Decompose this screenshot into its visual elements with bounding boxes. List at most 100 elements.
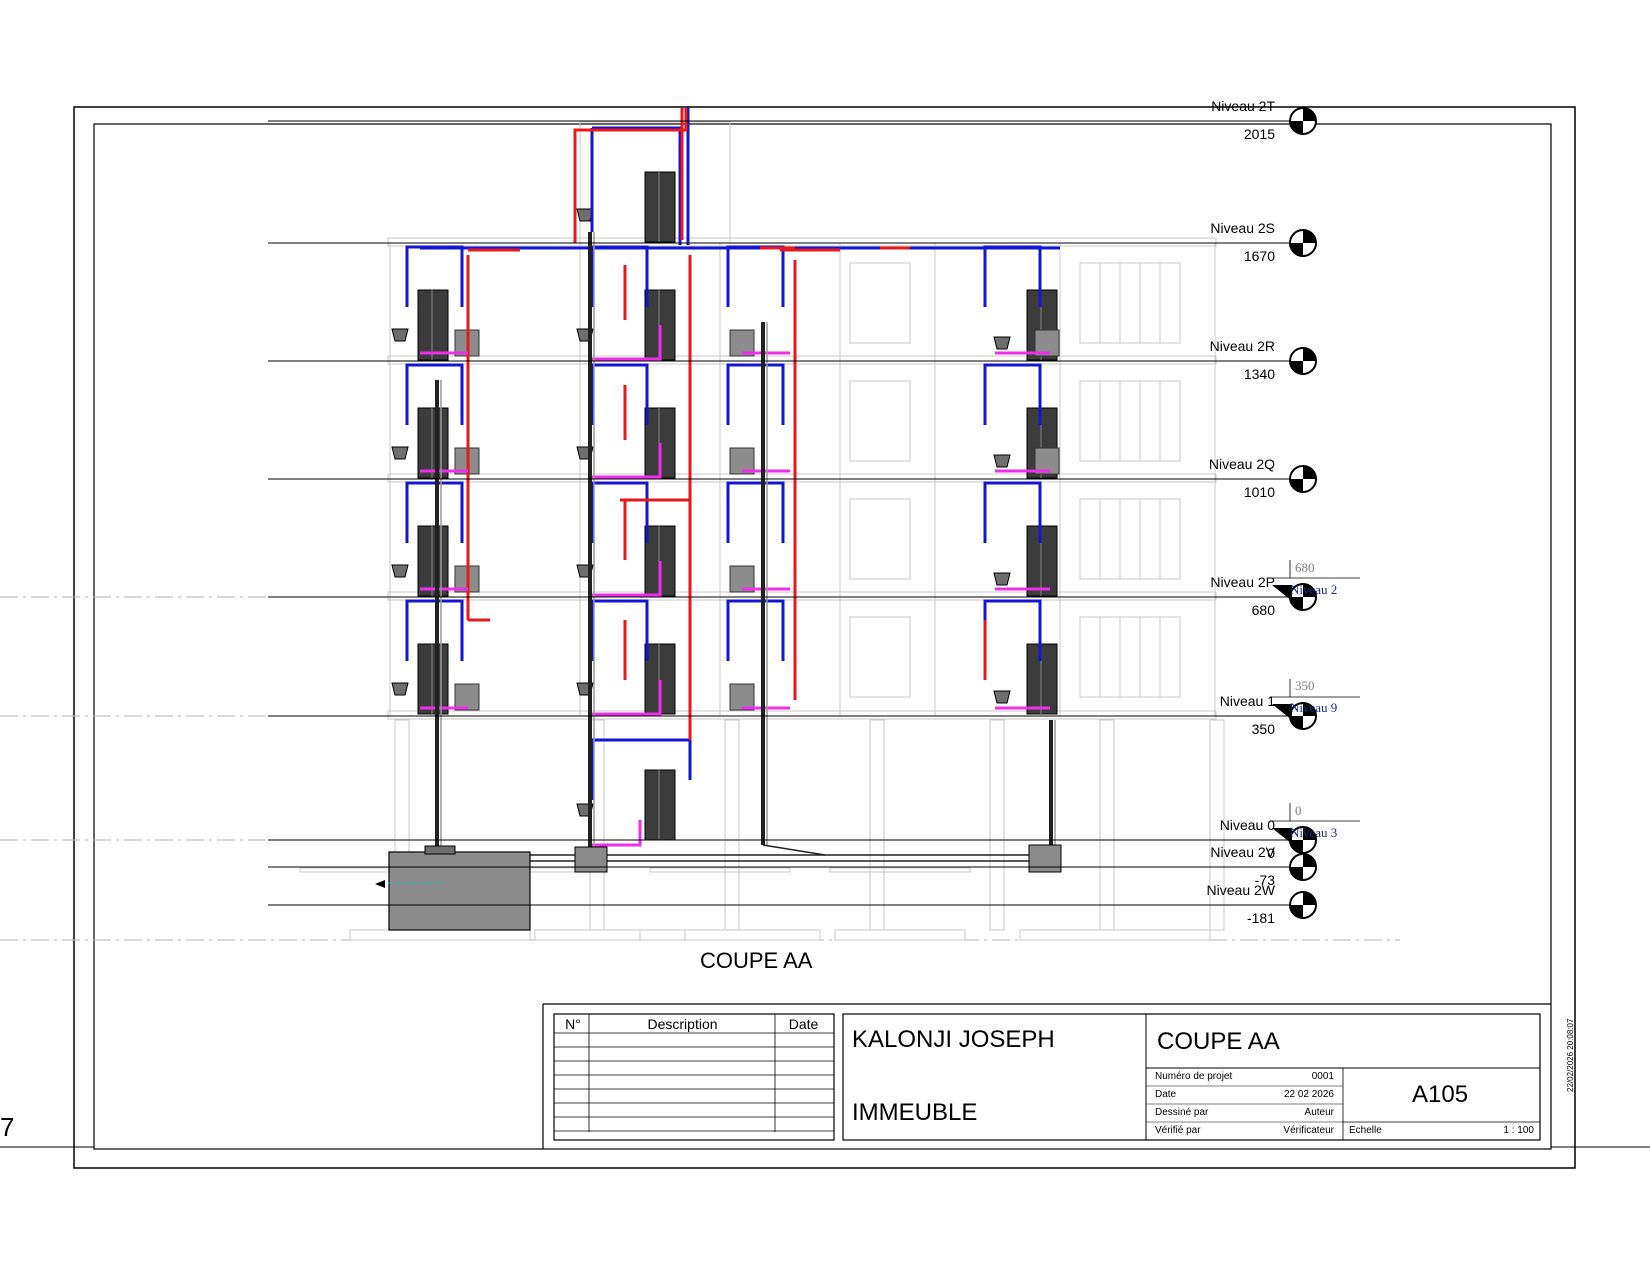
sanitary-fixture xyxy=(391,328,409,342)
hot-water-riser xyxy=(760,246,797,700)
level-elevation: 2015 xyxy=(1243,126,1275,142)
cold-water-pipe xyxy=(590,363,649,425)
field-label: Vérifié par xyxy=(1155,1125,1201,1136)
waste-pipe xyxy=(590,325,662,361)
water-heater xyxy=(417,643,449,715)
footing xyxy=(1019,929,1211,941)
window-frame xyxy=(849,380,911,462)
level-elevation: -181 xyxy=(1246,910,1275,926)
window-frame xyxy=(1099,262,1161,344)
sanitary-fixture xyxy=(993,336,1011,350)
water-heater xyxy=(644,769,676,841)
floor-slab xyxy=(387,473,1217,483)
field-value: 22 02 2026 xyxy=(1283,1089,1334,1100)
water-heater xyxy=(417,289,449,361)
level-head-quadrant xyxy=(1303,827,1316,840)
floor-slab xyxy=(387,591,1217,601)
linked-level-elevation: 680 xyxy=(1295,560,1315,575)
window-frame xyxy=(1079,616,1141,698)
drain-collector xyxy=(530,854,1055,862)
cold-water-pipe xyxy=(405,363,464,425)
level-head-quadrant xyxy=(1290,840,1303,853)
drain-collector xyxy=(762,844,826,856)
pilotis-column xyxy=(1099,719,1115,931)
field-label: Date xyxy=(1155,1089,1177,1100)
water-heater xyxy=(1026,525,1058,597)
hot-water-riser xyxy=(573,108,688,243)
level-name: Niveau 2P xyxy=(1210,574,1275,590)
plumbing-network xyxy=(375,106,1062,931)
water-heater xyxy=(644,171,676,243)
window-frame xyxy=(1119,498,1181,580)
window-frame xyxy=(1119,380,1181,462)
level-head-quadrant xyxy=(1303,108,1316,121)
ground-beam xyxy=(649,867,791,873)
field-value: Vérificateur xyxy=(1283,1125,1334,1136)
level-name: Niveau 2V xyxy=(1210,844,1275,860)
outlet-arrow xyxy=(375,880,385,888)
window-frame xyxy=(849,498,911,580)
level-head-quadrant xyxy=(1290,361,1303,374)
cold-water-pipe xyxy=(726,245,785,307)
level-head-quadrant xyxy=(1290,243,1303,256)
level-head-quadrant xyxy=(1303,854,1316,867)
window-frame xyxy=(1099,616,1161,698)
window-frame xyxy=(1119,262,1181,344)
sanitary-fixture xyxy=(391,682,409,696)
waste-pipe xyxy=(590,443,662,479)
pilotis-column xyxy=(1209,719,1225,931)
cold-water-pipe xyxy=(405,599,464,661)
linked-level-arrow xyxy=(1272,704,1292,720)
cold-water-pipe xyxy=(590,481,649,543)
level-head-quadrant xyxy=(1290,716,1303,729)
window-frame xyxy=(1119,616,1181,698)
level-head-quadrant xyxy=(1290,597,1303,610)
revision-header-description: Description xyxy=(647,1016,718,1032)
sanitary-fixture xyxy=(993,572,1011,586)
level-head-quadrant xyxy=(1303,584,1316,597)
project-name: IMMEUBLE xyxy=(852,1099,978,1126)
water-heater xyxy=(417,407,449,479)
level-elevation: 680 xyxy=(1251,602,1275,618)
waste-pipe xyxy=(590,680,662,716)
level-name: Niveau 2Q xyxy=(1208,456,1275,472)
linked-level-name: Niveau 2 xyxy=(1290,582,1338,597)
waste-pipe xyxy=(590,561,662,597)
view-title: COUPE AA xyxy=(700,948,813,973)
inner-border xyxy=(93,123,1552,1150)
level-elevation: 350 xyxy=(1251,721,1275,737)
level-head-quadrant xyxy=(1303,703,1316,716)
level-head-quadrant xyxy=(1290,121,1303,134)
hot-water-pipe xyxy=(468,246,910,252)
level-head-quadrant xyxy=(1303,230,1316,243)
pilotis-column xyxy=(869,719,885,931)
cold-water-pipe xyxy=(983,481,1042,543)
window-frame xyxy=(1079,498,1141,580)
cold-water-pipe xyxy=(726,363,785,425)
outer-border xyxy=(73,106,1576,1169)
client-name: KALONJI JOSEPH xyxy=(852,1026,1055,1053)
level-head-quadrant xyxy=(1303,348,1316,361)
print-stamp: 22/02/2026 20:08:07 xyxy=(1566,1018,1575,1092)
cold-water-pipe xyxy=(726,481,785,543)
level-elevation: 1670 xyxy=(1243,248,1275,264)
cold-water-pipe xyxy=(405,481,464,543)
linked-level-elevation: 0 xyxy=(1295,803,1302,818)
appliance xyxy=(729,683,755,711)
level-name: Niveau 2T xyxy=(1211,98,1275,114)
scale-value: 1 : 100 xyxy=(1503,1125,1534,1136)
window-frame xyxy=(1099,380,1161,462)
level-name: Niveau 2S xyxy=(1210,220,1275,236)
left-edge-number: 7 xyxy=(0,1112,15,1142)
water-heater xyxy=(417,525,449,597)
window-frame xyxy=(1099,498,1161,580)
sanitary-fixture xyxy=(576,208,594,222)
hot-water-pipe xyxy=(466,255,490,622)
linked-level-name: Niveau 9 xyxy=(1290,700,1338,715)
footing xyxy=(639,929,821,941)
sanitary-fixture xyxy=(391,564,409,578)
ground-beam xyxy=(829,867,971,873)
level-elevation: 0 xyxy=(1267,845,1275,861)
